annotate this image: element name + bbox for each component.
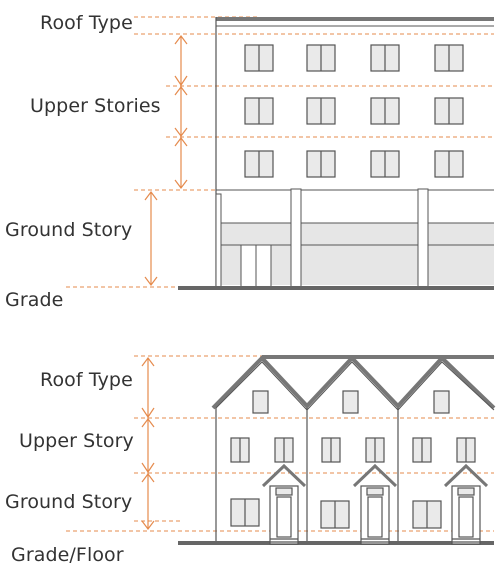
ground-story-dimension [144, 191, 158, 286]
entry-portico-3 [443, 463, 489, 545]
label-upper-story: Upper Story [19, 430, 134, 452]
gable-roofs [211, 355, 496, 410]
townhouse-walls [178, 408, 494, 545]
entry-portico-2 [352, 463, 398, 545]
bottom-townhouse-diagram [66, 355, 496, 545]
label-ground-story-2: Ground Story [5, 491, 133, 513]
upper-story-windows [230, 437, 476, 463]
label-ground-story-1: Ground Story [5, 219, 133, 241]
label-grade: Grade [5, 289, 64, 311]
top-building-diagram [66, 16, 494, 290]
upper-stories-dimension [174, 35, 188, 189]
label-grade-floor: Grade/Floor [11, 544, 124, 566]
label-upper-stories: Upper Stories [30, 95, 161, 117]
entry-portico-1 [261, 463, 307, 545]
roof-inner-lines [215, 361, 495, 411]
attic-windows [252, 390, 450, 414]
ground-story-windows [230, 498, 442, 529]
upper-floor-windows [244, 44, 464, 178]
townhouse-dimension [141, 357, 155, 530]
level-guide-lines [66, 16, 494, 288]
label-roof-type-1: Roof Type [40, 12, 133, 34]
top-building [178, 17, 494, 290]
label-roof-type-2: Roof Type [40, 369, 133, 391]
